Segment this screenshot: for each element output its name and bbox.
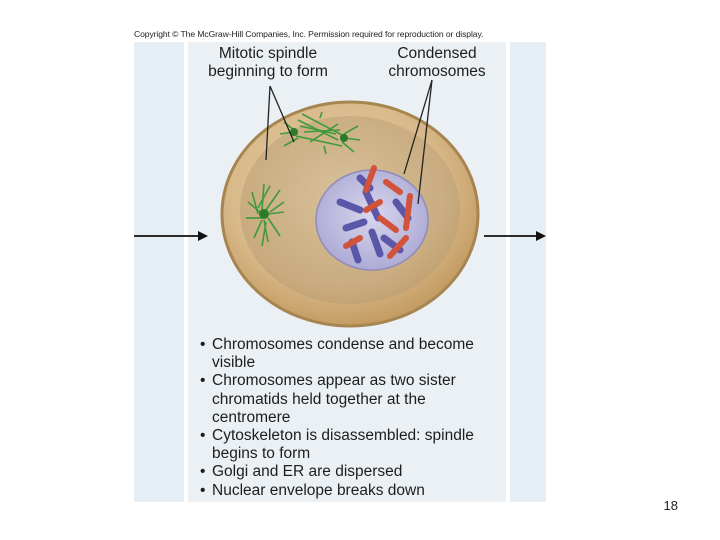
bullet-item: Cytoskeleton is disassembled: spindle be… xyxy=(200,427,500,463)
centrosome-lower xyxy=(259,209,269,219)
leader-lines xyxy=(265,79,433,205)
centrosome-upper-a xyxy=(290,128,298,136)
copyright-notice: Copyright © The McGraw-Hill Companies, I… xyxy=(134,29,484,39)
page-number: 18 xyxy=(663,498,678,513)
spindle-label: Mitotic spindle beginning to form xyxy=(208,45,328,80)
bullet-item: Nuclear envelope breaks down xyxy=(200,482,500,500)
bullet-list: Chromosomes condense and become visible … xyxy=(200,336,500,500)
bullet-item: Chromosomes appear as two sister chromat… xyxy=(200,372,500,427)
chromosomes-red xyxy=(343,165,413,259)
left-panel xyxy=(134,42,184,502)
chromosomes-label: Condensed chromosomes xyxy=(388,45,486,80)
right-arrow xyxy=(484,231,546,241)
left-arrow xyxy=(134,231,208,241)
spindle-lower xyxy=(246,183,285,247)
centrosome-upper-b xyxy=(340,134,348,142)
prophase-cell-diagram xyxy=(134,79,546,328)
nucleus xyxy=(315,169,429,271)
bullet-item: Golgi and ER are dispersed xyxy=(200,463,500,481)
right-panel xyxy=(510,42,546,502)
bullet-item: Chromosomes condense and become visible xyxy=(200,336,500,372)
